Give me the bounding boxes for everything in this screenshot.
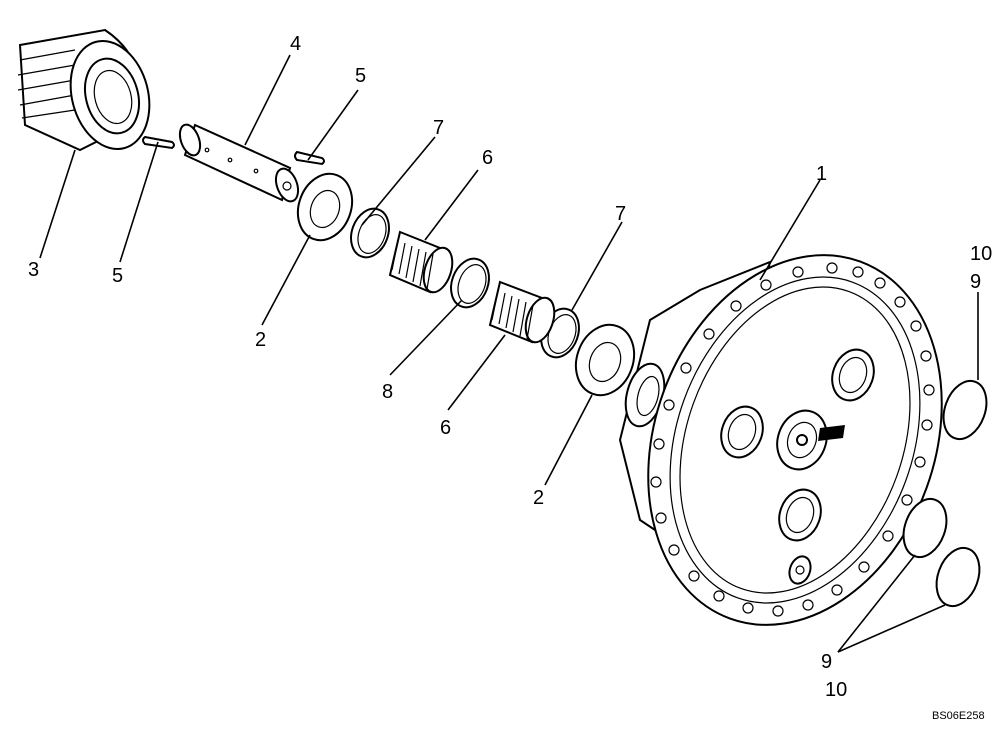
callout-10-bottom: 10 bbox=[825, 679, 847, 701]
drain-plug bbox=[788, 555, 812, 585]
callout-8: 8 bbox=[382, 381, 393, 403]
callout-7-upper: 7 bbox=[433, 117, 444, 139]
cover-disc-upper bbox=[942, 379, 988, 441]
center-spacer-ring bbox=[450, 257, 490, 309]
callout-2-lower: 2 bbox=[533, 487, 544, 509]
planet-pin-bores bbox=[720, 348, 875, 542]
callout-3: 3 bbox=[28, 259, 39, 281]
callout-7-lower: 7 bbox=[615, 203, 626, 225]
callout-6-upper: 6 bbox=[482, 147, 493, 169]
callout-9-top: 9 bbox=[970, 271, 981, 293]
callout-6-lower: 6 bbox=[440, 417, 451, 439]
planet-gear bbox=[17, 28, 151, 152]
callout-5-top: 5 bbox=[355, 65, 366, 87]
callout-4: 4 bbox=[290, 33, 301, 55]
bolt-holes bbox=[650, 262, 935, 617]
leader-lines bbox=[39, 54, 979, 653]
callout-labels: 3 4 5 5 7 6 2 8 6 7 1 2 10 9 9 10 BS06E2… bbox=[28, 33, 992, 722]
planet-carrier-hub bbox=[618, 254, 943, 626]
center-hub bbox=[776, 409, 845, 471]
planet-shaft bbox=[178, 123, 300, 203]
callout-9-bottom: 9 bbox=[821, 651, 832, 673]
callout-10-top: 10 bbox=[970, 243, 992, 265]
thrust-washer-lower bbox=[574, 323, 636, 397]
callout-5-left: 5 bbox=[112, 265, 123, 287]
thrust-washer-upper bbox=[296, 172, 354, 242]
spacer-ring-upper bbox=[350, 207, 390, 259]
drawing-code: BS06E258 bbox=[932, 710, 985, 722]
needle-bearing-lower bbox=[488, 280, 556, 344]
callout-2-upper: 2 bbox=[255, 329, 266, 351]
cover-disc-lower bbox=[935, 546, 981, 608]
callout-1: 1 bbox=[816, 163, 827, 185]
needle-bearing-upper bbox=[388, 230, 454, 294]
